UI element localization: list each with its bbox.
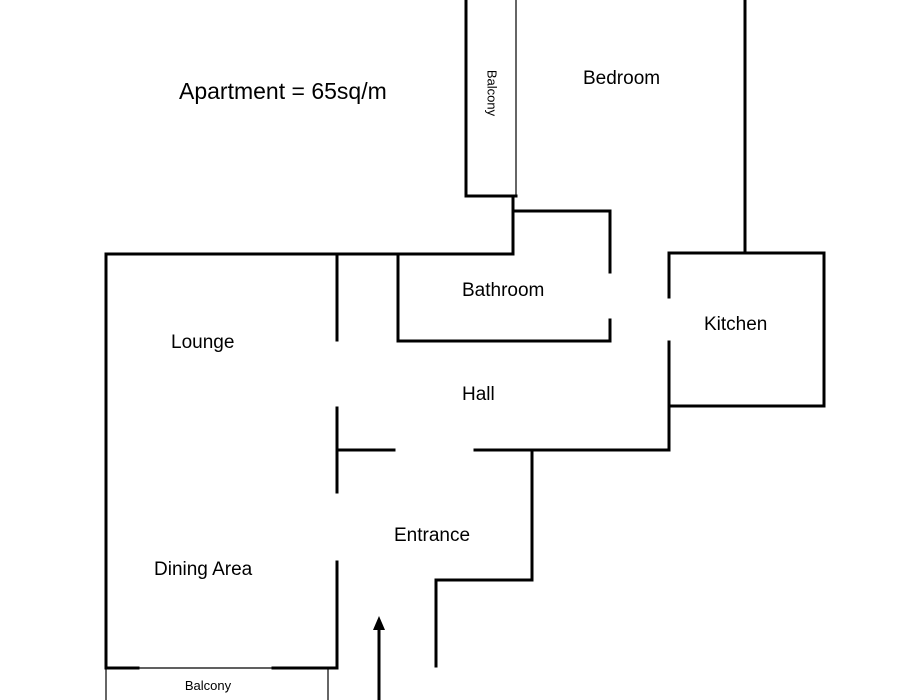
balcony-bottom-label: Balcony (185, 678, 232, 693)
plan-title: Apartment = 65sq/m (179, 78, 387, 104)
bathroom-label: Bathroom (462, 280, 544, 301)
lounge-partition (335, 252, 396, 670)
outer-walls (104, 194, 515, 670)
balcony-bottom (105, 667, 329, 700)
hall-label: Hall (462, 384, 495, 405)
dining-area-label: Dining Area (154, 559, 253, 580)
balcony-top (464, 0, 518, 198)
bathroom-walls (396, 209, 612, 343)
lounge-label: Lounge (171, 332, 234, 353)
entrance-arrow-icon (373, 616, 385, 700)
balcony-top-label: Balcony (485, 70, 500, 117)
hall-walls (434, 448, 671, 668)
kitchen-label: Kitchen (704, 314, 767, 335)
kitchen-walls (667, 251, 826, 452)
bedroom-label: Bedroom (583, 68, 660, 89)
entrance-label: Entrance (394, 525, 470, 546)
